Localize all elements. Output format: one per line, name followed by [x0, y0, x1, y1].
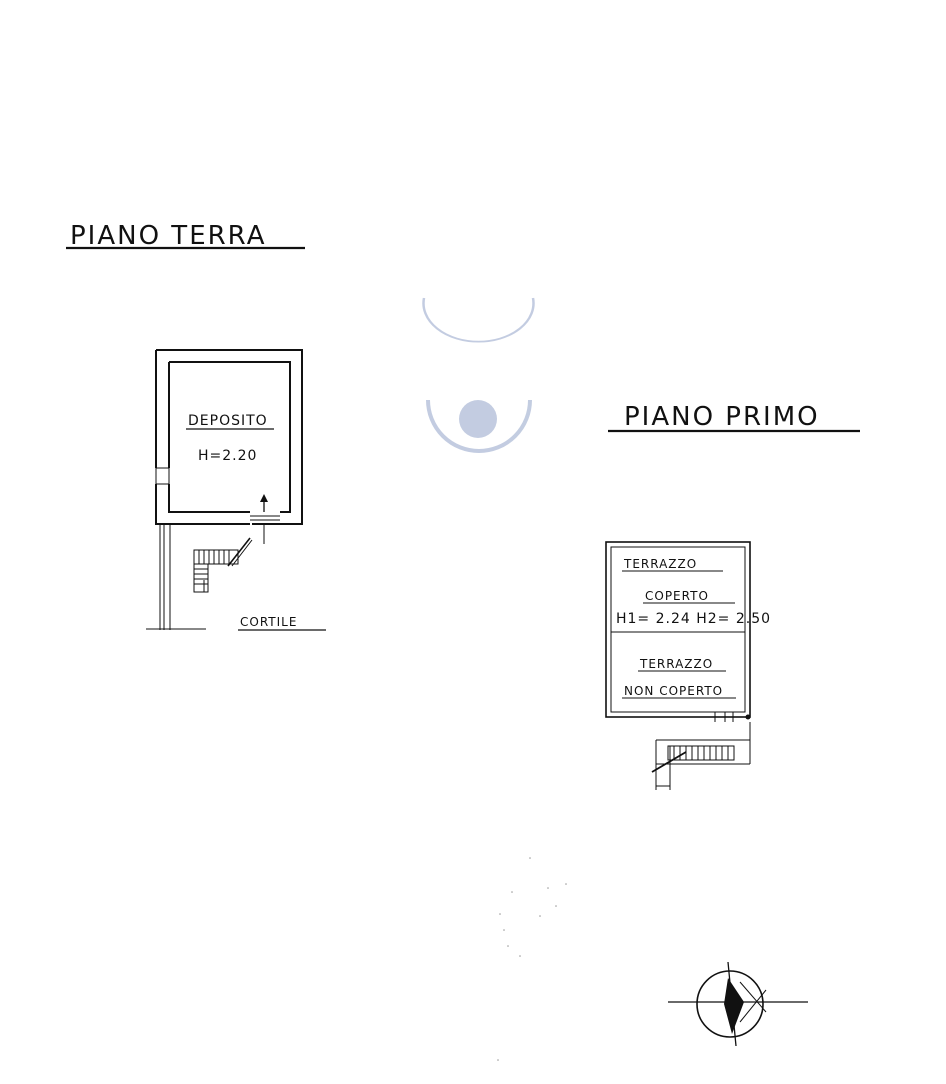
deposito-walls [155, 349, 303, 544]
covered-terrace-label: TERRAZZO [623, 557, 697, 571]
agency-logo-icon [422, 297, 535, 453]
north-arrow-icon [668, 961, 808, 1047]
ground-floor-title: PIANO TERRA [70, 221, 266, 251]
ground-floor-plan: PIANO TERRA DEPOSITO H=2.20 [66, 221, 326, 631]
scan-noise [497, 857, 567, 1061]
terrace-heights: H1= 2.24 H2= 2.50 [616, 611, 771, 627]
covered-label: COPERTO [645, 589, 709, 603]
deposito-height: H=2.20 [198, 448, 257, 464]
terrace-outline [605, 541, 751, 722]
deposito-label: DEPOSITO [188, 413, 268, 429]
first-floor-plan: PIANO PRIMO TERRAZZO COPERTO H1= 2.24 H2… [605, 402, 860, 790]
courtyard-boundary [146, 524, 206, 630]
courtyard-label: CORTILE [240, 615, 297, 629]
ground-floor-stairs [193, 537, 253, 593]
not-covered-label: NON COPERTO [624, 684, 723, 698]
first-floor-stairs [651, 722, 751, 790]
open-terrace-label: TERRAZZO [639, 657, 713, 671]
first-floor-title: PIANO PRIMO [624, 402, 820, 432]
